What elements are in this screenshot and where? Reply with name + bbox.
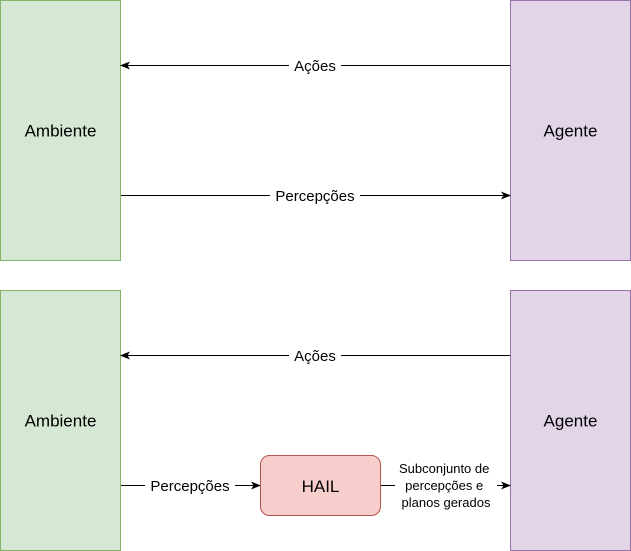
top-ambiente-box[interactable]: [0, 0, 121, 261]
bottom-ambiente-box[interactable]: [0, 290, 121, 551]
bottom-percepcoes-label-bg: [145, 477, 235, 495]
subset-label: Subconjunto de percepções e planos gerad…: [399, 461, 493, 510]
top-diagram: Ambiente Agente Ações Percepções: [0, 0, 631, 261]
top-percepcoes-label: Percepções: [275, 188, 354, 205]
top-agente-box[interactable]: [510, 0, 631, 261]
top-acoes-label-bg: [289, 57, 341, 75]
subset-label-line-1: Subconjunto de: [399, 461, 489, 476]
bottom-percepcoes-label: Percepções: [150, 478, 229, 495]
hail-label: HAIL: [302, 477, 340, 496]
bottom-ambiente-label: Ambiente: [25, 412, 97, 431]
bottom-diagram: Ambiente Agente Ações Percepções HAIL Su…: [0, 290, 631, 551]
top-percepcoes-label-bg: [270, 187, 360, 205]
top-ambiente-label: Ambiente: [25, 122, 97, 141]
subset-label-line-2: percepções e: [405, 478, 483, 493]
top-acoes-label: Ações: [294, 58, 336, 75]
subset-label-line-3: planos gerados: [402, 495, 491, 510]
bottom-acoes-label-bg: [289, 347, 341, 365]
hail-box[interactable]: [260, 455, 381, 516]
subset-label-bg: [395, 459, 497, 513]
bottom-agente-label: Agente: [544, 412, 598, 431]
top-agente-label: Agente: [544, 122, 598, 141]
bottom-acoes-label: Ações: [294, 348, 336, 365]
